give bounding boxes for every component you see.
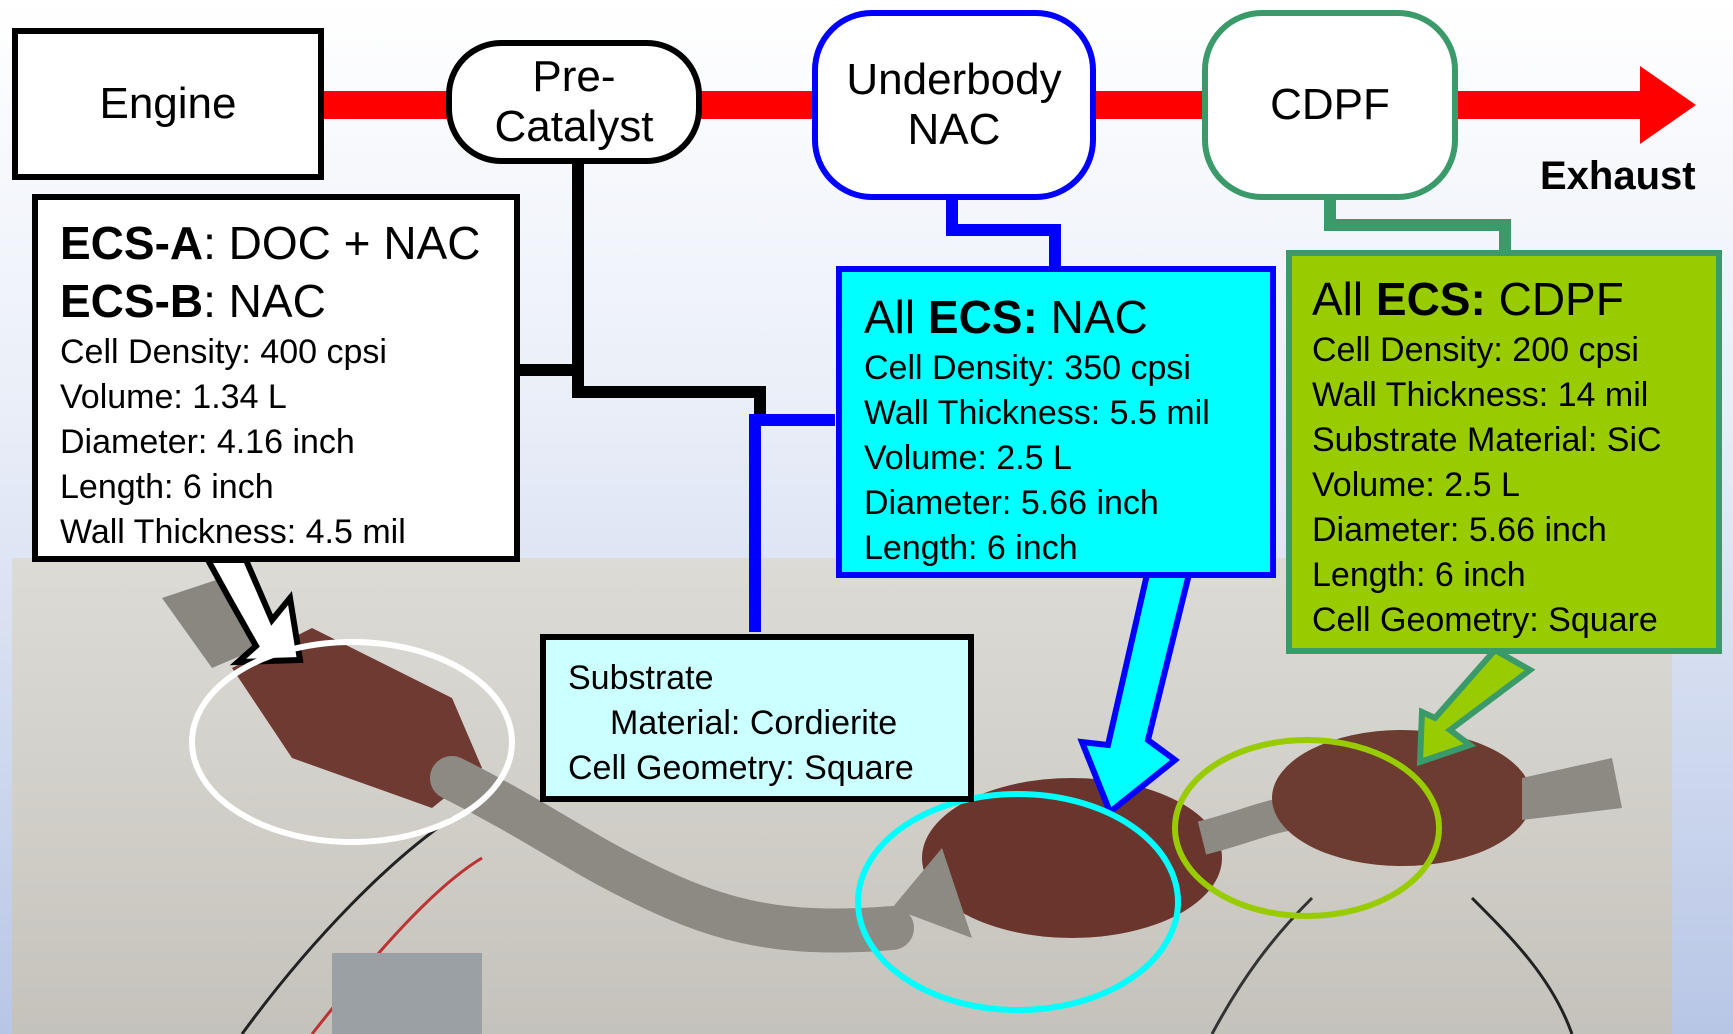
underbody-nac-spec-box: All ECS: NAC Cell Density: 350 cpsi Wall… <box>836 266 1276 578</box>
underbody-nac-node: Underbody NAC <box>812 10 1096 200</box>
spec-line: Cell Density: 400 cpsi <box>60 333 387 371</box>
spec-line: Diameter: 5.66 inch <box>864 484 1159 522</box>
cdpf-highlight <box>1172 737 1442 919</box>
pre-catalyst-label-line1: Pre- <box>532 52 616 101</box>
pre-catalyst-arrow <box>202 557 304 666</box>
spec-line: Volume: 2.5 L <box>1312 466 1520 504</box>
precatalyst-connector <box>572 160 766 420</box>
pre-catalyst-label-line2: Catalyst <box>494 102 654 151</box>
spec-line: Wall Thickness: 4.5 mil <box>60 513 406 551</box>
spec-line: Substrate Material: SiC <box>1312 421 1662 459</box>
ecs-b-key: ECS-B <box>60 275 204 327</box>
underbody-highlight <box>855 791 1181 1013</box>
pre-catalyst-highlight <box>189 639 515 845</box>
substrate-label: Substrate <box>568 659 714 697</box>
engine-node: Engine <box>12 28 324 180</box>
cdpf-ecs-line: All ECS: CDPF <box>1312 270 1716 328</box>
pre-catalyst-node: Pre- Catalyst <box>446 40 702 164</box>
underbody-shared-connector <box>749 414 835 632</box>
cdpf-node: CDPF <box>1202 10 1458 200</box>
spec-line: Diameter: 5.66 inch <box>1312 511 1607 549</box>
cdpf-spec-box: All ECS: CDPF Cell Density: 200 cpsi Wal… <box>1286 250 1722 654</box>
ecs-a-key: ECS-A <box>60 217 204 269</box>
spec-line: Volume: 2.5 L <box>864 439 1072 477</box>
underbody-label-line1: Underbody <box>846 55 1062 104</box>
ecs-a-line: ECS-A: DOC + NAC <box>60 214 514 272</box>
ecs-a-value: : DOC + NAC <box>203 217 481 269</box>
spec-line: Volume: 1.34 L <box>60 378 287 416</box>
cdpf-ecs-key: ECS: <box>1375 273 1486 325</box>
exhaust-arrow-head <box>1640 66 1696 144</box>
cdpf-connector <box>1324 198 1511 252</box>
spec-line: Length: 6 inch <box>864 529 1078 567</box>
cdpf-label: CDPF <box>1270 80 1390 129</box>
underbody-ecs-value: NAC <box>1037 291 1148 343</box>
underbody-label-line2: NAC <box>907 105 1001 154</box>
ecs-a-b-spec-box: ECS-A: DOC + NAC ECS-B: NAC Cell Density… <box>32 194 520 562</box>
cdpf-arrow <box>1416 646 1536 767</box>
ecs-b-line: ECS-B: NAC <box>60 272 514 330</box>
ecs-b-value: : NAC <box>203 275 326 327</box>
spec-line: Length: 6 inch <box>60 468 274 506</box>
exhaust-hardware-illustration <box>162 568 1622 1034</box>
spec-line: Cell Density: 350 cpsi <box>864 349 1191 387</box>
underbody-ecs-prefix: All <box>864 291 928 343</box>
underbody-ecs-line: All ECS: NAC <box>864 288 1270 346</box>
cell-geometry: Cell Geometry: Square <box>568 749 914 787</box>
spec-line: Wall Thickness: 14 mil <box>1312 376 1649 414</box>
spec-line: Wall Thickness: 5.5 mil <box>864 394 1210 432</box>
spec-line: Cell Geometry: Square <box>1312 601 1658 639</box>
spec-line: Length: 6 inch <box>1312 556 1526 594</box>
shared-substrate-box: Substrate Material: Cordierite Cell Geom… <box>540 634 974 802</box>
cdpf-ecs-value: CDPF <box>1485 273 1624 325</box>
underbody-connector <box>946 198 1061 268</box>
engine-label: Engine <box>99 79 237 128</box>
cdpf-ecs-prefix: All <box>1312 273 1376 325</box>
exhaust-label: Exhaust <box>1540 154 1696 198</box>
spec-line: Diameter: 4.16 inch <box>60 423 355 461</box>
underbody-ecs-key: ECS: <box>927 291 1038 343</box>
underbody-arrow <box>1077 567 1194 817</box>
spec-line: Cell Density: 200 cpsi <box>1312 331 1639 369</box>
substrate-material: Material: Cordierite <box>610 704 898 742</box>
